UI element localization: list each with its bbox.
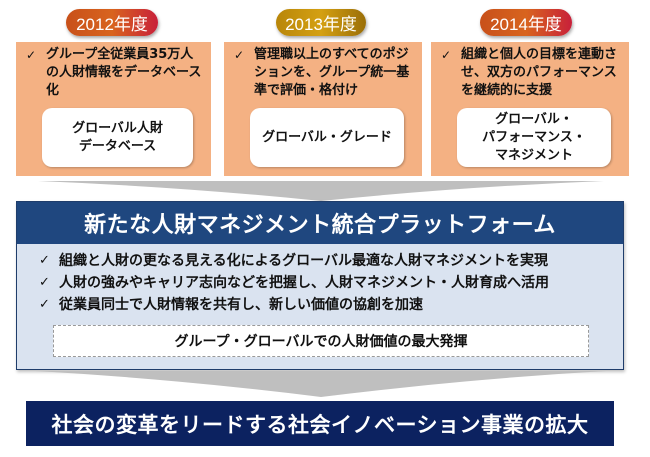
year-label-2012: 2012年度: [66, 9, 158, 36]
down-arrow-shape: [36, 371, 606, 397]
year-bullet: 組織と個人の目標を連動させ、双方のパフォーマンスを継続的に支援: [461, 47, 618, 98]
initiative-line: パフォーマンス・: [482, 129, 586, 145]
platform-bullet-text: 人財の強みやキャリア志向などを把握し、人財マネジメント・人財育成へ活用: [59, 275, 549, 291]
check-icon: ✓: [39, 253, 50, 268]
initiative-line: データベース: [78, 138, 157, 154]
initiative-box-global-grade: グローバル・グレード: [250, 108, 404, 167]
initiative-line: グローバル・: [495, 111, 573, 127]
platform-bullet-text: 組織と人財の更なる見える化によるグローバル最適な人財マネジメントを実現: [59, 253, 549, 269]
platform-highlight: グループ・グローバルでの人財価値の最大発揮: [53, 325, 589, 357]
initiative-box-global-talent-database: グローバル人財 データベース: [42, 108, 193, 167]
initiative-line: グローバル人財: [72, 120, 163, 136]
platform-title: 新たな人財マネジメント統合プラットフォーム: [17, 202, 623, 244]
check-icon: ✓: [441, 48, 452, 62]
check-icon: ✓: [39, 297, 50, 312]
check-icon: ✓: [39, 275, 50, 290]
platform-panel: 新たな人財マネジメント統合プラットフォーム ✓ 組織と人財の更なる見える化による…: [16, 201, 624, 370]
year-bullet: グループ全従業員35万人の人財情報をデータベース化: [46, 47, 202, 98]
down-arrow-shape: [38, 181, 604, 201]
year-box-2012: ✓ グループ全従業員35万人の人財情報をデータベース化 グローバル人財 データベ…: [16, 42, 211, 176]
result-banner: 社会の変革をリードする社会イノベーション事業の拡大: [26, 401, 614, 446]
platform-bullet: ✓ 組織と人財の更なる見える化によるグローバル最適な人財マネジメントを実現: [39, 250, 623, 272]
year-label-2013: 2013年度: [276, 9, 366, 36]
year-label-2014: 2014年度: [480, 9, 572, 36]
year-box-2014: ✓ 組織と個人の目標を連動させ、双方のパフォーマンスを継続的に支援 グローバル・…: [431, 42, 629, 176]
initiative-box-global-performance-management: グローバル・ パフォーマンス・ マネジメント: [457, 108, 611, 167]
platform-bullet: ✓ 人財の強みやキャリア志向などを把握し、人財マネジメント・人財育成へ活用: [39, 272, 623, 294]
check-icon: ✓: [26, 48, 37, 62]
platform-bullet-text: 従業員同士で人財情報を共有し、新しい価値の協創を加速: [59, 297, 423, 313]
year-bullet: 管理職以上のすべてのポジションを、グループ統一基準で評価・格付け: [254, 47, 410, 98]
platform-body: ✓ 組織と人財の更なる見える化によるグローバル最適な人財マネジメントを実現 ✓ …: [17, 244, 623, 357]
check-icon: ✓: [234, 48, 245, 62]
initiative-line: マネジメント: [494, 147, 573, 163]
platform-bullet: ✓ 従業員同士で人財情報を共有し、新しい価値の協創を加速: [39, 294, 623, 316]
year-box-2013: ✓ 管理職以上のすべてのポジションを、グループ統一基準で評価・格付け グローバル…: [224, 42, 422, 176]
initiative-line: グローバル・グレード: [262, 129, 392, 145]
